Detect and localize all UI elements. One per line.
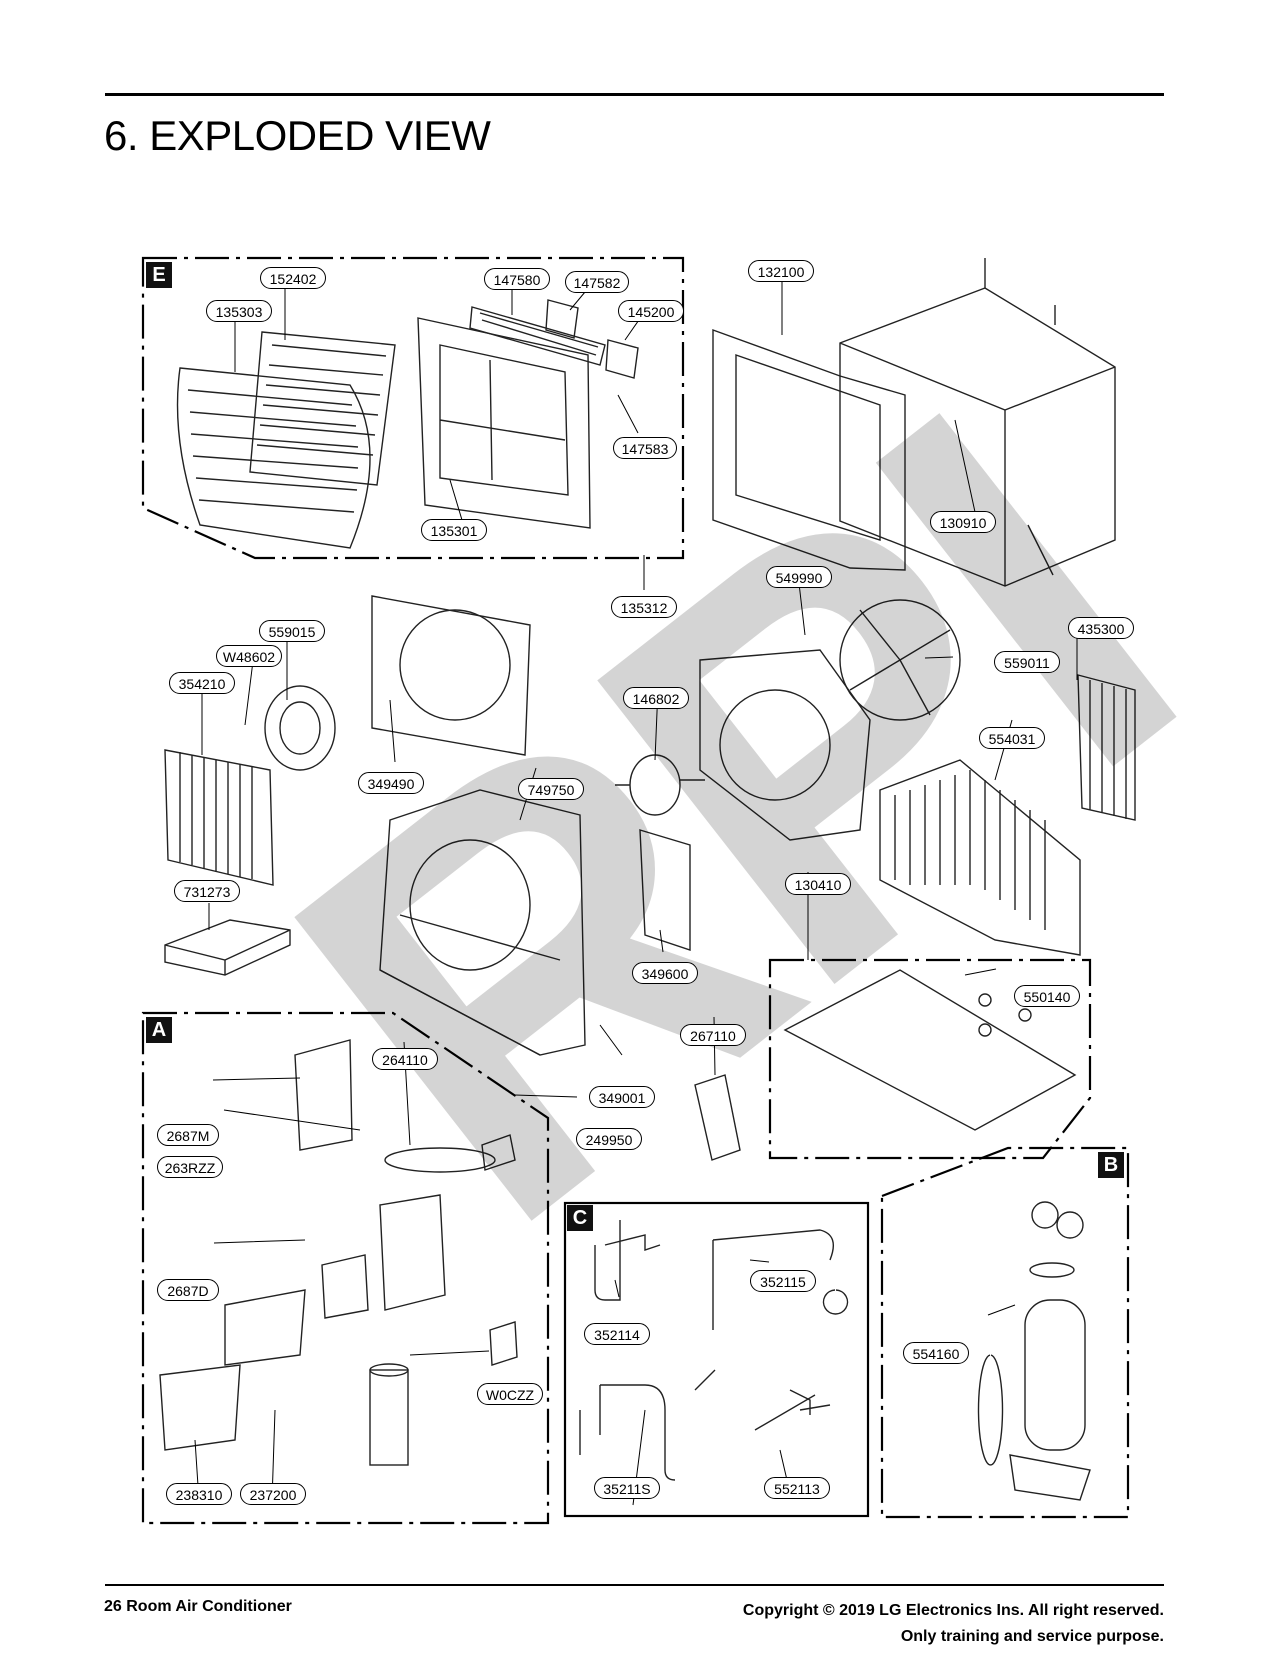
section-b-frame xyxy=(880,1146,1130,1519)
part-label: 354210 xyxy=(169,672,235,694)
section-c-frame xyxy=(563,1201,870,1518)
part-label: 263RZZ xyxy=(157,1156,223,1178)
part-label: 352115 xyxy=(750,1270,816,1292)
copyright-text: Copyright © 2019 LG Electronics Ins. All… xyxy=(742,1602,1164,1619)
part-label: 731273 xyxy=(174,880,240,902)
part-label: 559015 xyxy=(259,620,325,642)
part-label: 349001 xyxy=(589,1086,655,1108)
part-label: 552113 xyxy=(764,1477,830,1499)
part-label: 35211S xyxy=(594,1477,660,1499)
part-label: 559011 xyxy=(994,651,1060,673)
part-label: 554031 xyxy=(979,727,1045,749)
part-label: 435300 xyxy=(1068,617,1134,639)
part-label: 237200 xyxy=(240,1483,306,1505)
part-label: 554160 xyxy=(903,1342,969,1364)
section-base-frame xyxy=(768,958,1092,1160)
part-label: 152402 xyxy=(260,267,326,289)
part-label: 352114 xyxy=(584,1323,650,1345)
part-label: 264110 xyxy=(372,1048,438,1070)
section-a-tag: A xyxy=(146,1017,172,1043)
part-label: 749750 xyxy=(518,778,584,800)
section-a-frame xyxy=(141,1011,550,1525)
section-e-frame xyxy=(141,256,685,560)
part-label: W0CZZ xyxy=(477,1383,543,1405)
footer-rule xyxy=(105,1584,1164,1586)
part-label: 267110 xyxy=(680,1024,746,1046)
page-footer-copyright: Copyright © 2019 LG Electronics Ins. All… xyxy=(743,1598,1164,1650)
part-label: 249950 xyxy=(576,1128,642,1150)
part-label: 135301 xyxy=(421,519,487,541)
header-rule xyxy=(105,93,1164,96)
part-label: 238310 xyxy=(166,1483,232,1505)
part-label: 147582 xyxy=(565,271,629,293)
section-b-tag: B xyxy=(1098,1152,1124,1178)
part-label: 145200 xyxy=(618,300,684,322)
section-c-tag: C xyxy=(567,1205,593,1231)
part-label: 135312 xyxy=(611,596,677,618)
part-label: 550140 xyxy=(1014,985,1080,1007)
part-label: 2687D xyxy=(157,1279,219,1301)
part-label: 147580 xyxy=(484,268,550,290)
usage-notice: Only training and service purpose. xyxy=(900,1628,1164,1645)
part-label: 147583 xyxy=(613,437,677,459)
part-label: 132100 xyxy=(748,260,814,282)
part-label: 130410 xyxy=(785,873,851,895)
page-footer-label: 26 Room Air Conditioner xyxy=(104,1598,292,1615)
part-label: 349600 xyxy=(632,962,698,984)
section-e-tag: E xyxy=(146,262,172,288)
part-label: 349490 xyxy=(358,772,424,794)
part-label: 130910 xyxy=(930,511,996,533)
page-title: 6. EXPLODED VIEW xyxy=(104,112,491,159)
part-label: 549990 xyxy=(766,566,832,588)
part-label: 135303 xyxy=(206,300,272,322)
part-label: 2687M xyxy=(157,1124,219,1146)
part-label: 146802 xyxy=(623,687,689,709)
part-label: W48602 xyxy=(216,645,282,667)
